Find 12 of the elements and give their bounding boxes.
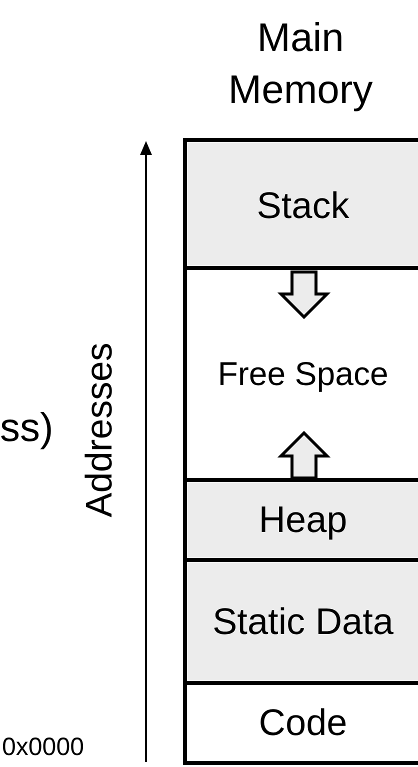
axis-label: ss) [0,405,54,451]
segment-label: Static Data [212,600,394,644]
address-label: 0x0000 [2,733,84,762]
memory-segment [187,558,418,681]
segment-label: Code [258,700,348,744]
segment-label: Free Space [216,354,390,394]
segment-label: Stack [256,184,350,228]
segment-label: Heap [258,498,348,542]
column-heading: Main Memory [227,15,374,114]
axis-label: Addresses [78,342,121,518]
memory-segment [187,266,418,478]
memory-segment [187,478,418,558]
